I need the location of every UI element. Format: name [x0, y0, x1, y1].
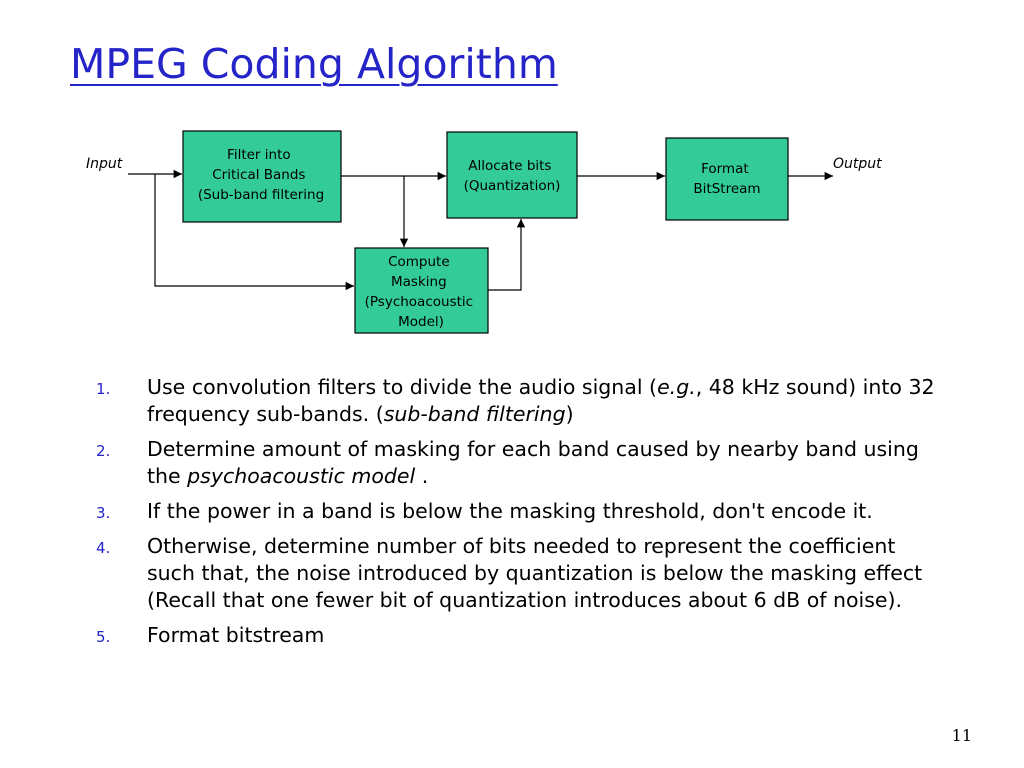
format-box: [665, 137, 789, 221]
masking-box: [354, 247, 489, 334]
step-number: 1.: [96, 380, 111, 398]
page-number: 11: [951, 726, 972, 745]
masking-box-line: Masking: [391, 274, 447, 290]
filter-box: [182, 130, 342, 223]
step-number: 4.: [96, 539, 111, 557]
masking-box-line: Model): [398, 314, 444, 330]
format-box-line: BitStream: [693, 181, 760, 197]
masking-box-line: (Psychoacoustic: [365, 294, 473, 310]
filter-box-line: Filter into: [227, 147, 291, 163]
input-label: Input: [86, 156, 123, 172]
step-text: Otherwise, determine number of bits need…: [147, 534, 923, 612]
step-text: , 48 kHz sound) into 32 frequency sub-ba…: [147, 375, 935, 426]
step-text: If the power in a band is below the mask…: [147, 499, 873, 523]
masking-to-allocate-arrow: [488, 219, 526, 291]
filter-box-line: (Sub-band filtering: [198, 187, 324, 203]
coding-block-diagram: Filter into Critical Bands (Sub-band fil…: [86, 130, 882, 334]
step-text: Use convolution filters to divide the au…: [147, 375, 658, 399]
step-item: 2. Determine amount of masking for each b…: [96, 436, 936, 490]
step-item: 1. Use convolution filters to divide the …: [96, 374, 936, 428]
step-text-italic: sub-band filtering: [383, 402, 566, 426]
step-item: 5. Format bitstream: [96, 622, 936, 649]
step-text: Determine amount of masking for each ban…: [147, 437, 919, 488]
step-text: ): [565, 402, 574, 426]
filter-box-line: Critical Bands: [212, 167, 305, 183]
input-to-masking-arrow: [154, 174, 354, 291]
allocate-box-line: (Quantization): [464, 178, 561, 194]
svg-text:Filter into Critical Bands: Filter into Critical Bands (Sub-band fil…: [198, 147, 324, 203]
step-number: 2.: [96, 442, 111, 460]
svg-text:Allocate bits (Quantizatio: Allocate bits (Quantization): [464, 158, 561, 194]
step-number: 3.: [96, 504, 111, 522]
slide-title: MPEG Coding Algorithm: [70, 40, 558, 88]
step-text: Format bitstream: [147, 623, 325, 647]
step-text-italic: e.g.: [657, 375, 696, 399]
step-number: 5.: [96, 628, 111, 646]
masking-box-line: Compute: [388, 254, 450, 270]
output-label: Output: [833, 156, 882, 172]
step-text-italic: psychoacoustic model: [187, 464, 416, 488]
algorithm-steps-list: 1. Use convolution filters to divide the …: [96, 374, 936, 657]
svg-text:Compute Masking (Psych: Compute Masking (Psychoacoustic Model): [365, 254, 478, 330]
allocate-box-line: Allocate bits: [468, 158, 551, 174]
step-item: 3. If the power in a band is below the ma…: [96, 498, 936, 525]
step-text: .: [415, 464, 429, 488]
step-item: 4. Otherwise, determine number of bits ne…: [96, 533, 936, 614]
allocate-box: [446, 131, 578, 219]
format-box-line: Format: [701, 161, 749, 177]
svg-text:Format BitStream: Format BitStream: [693, 161, 760, 197]
